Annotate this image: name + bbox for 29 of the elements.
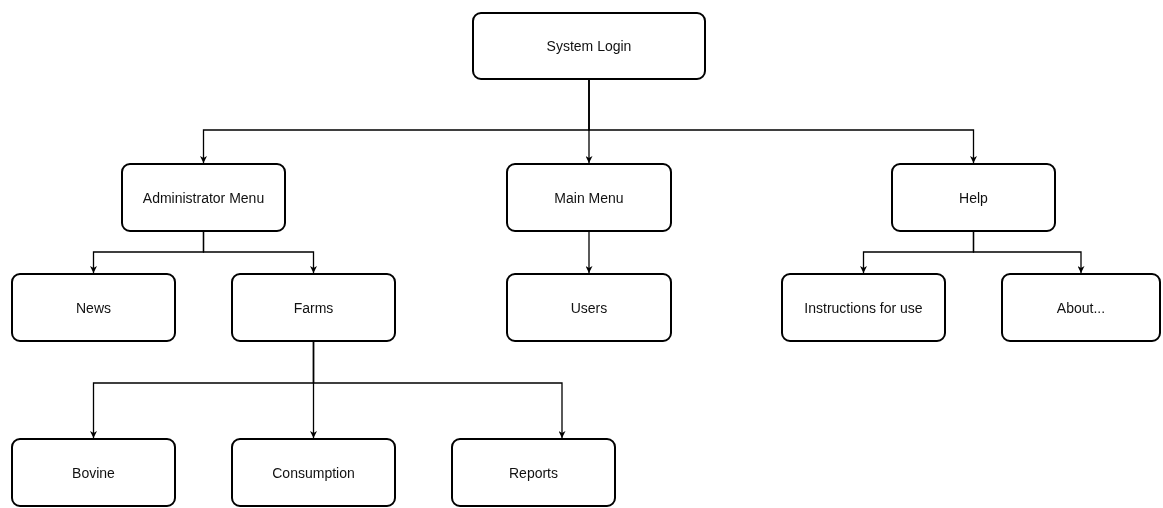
box-label: Farms [292,299,335,316]
menu-box [11,273,176,342]
menu-box [231,273,396,342]
arrow [588,79,977,164]
box-label: Help [958,189,989,206]
box-label: About... [1055,299,1107,316]
arrow [585,231,593,274]
menu-box [231,438,396,507]
box-label: News [75,299,112,316]
menu-box [451,438,616,507]
arrow [312,341,566,439]
box-label: Instructions for use [803,299,924,316]
arrow [202,231,317,274]
menu-box [506,273,672,342]
menu-box [472,12,706,80]
box-label: Main Menu [553,189,625,206]
box-label: Bovine [71,464,116,481]
menu-box [1001,273,1161,342]
menu-box [781,273,946,342]
box-label: Reports [508,464,559,481]
arrow [972,231,1085,274]
box-label: Consumption [271,464,356,481]
menu-box [506,163,672,232]
box-label: System Login [545,38,633,54]
menu-box [891,163,1056,232]
box-label: Users [569,299,609,316]
menu-box [11,438,176,507]
box-label: Administrator Menu [141,189,266,206]
menu-box [121,163,286,232]
